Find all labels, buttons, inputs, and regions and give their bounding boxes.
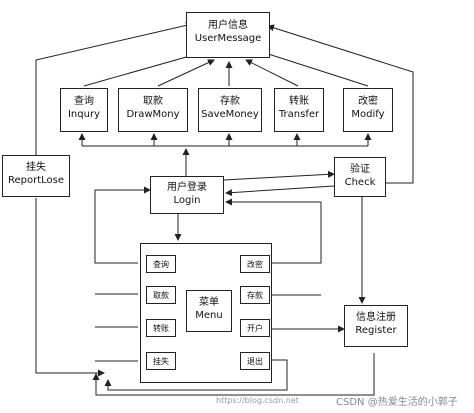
transfer-en-label: Transfer (278, 109, 320, 120)
menu-left-bus (94, 186, 151, 264)
arrow-modify-to-usermessage (261, 50, 369, 87)
watermark-url: https://blog.csdn.net (216, 396, 299, 405)
modify-node: 改密 Modify (343, 88, 393, 132)
inqury-en-label: Inqury (67, 109, 100, 120)
check-zh-label: 验证 (350, 164, 370, 175)
modify-zh-label: 改密 (358, 96, 378, 107)
menu-item-lose: 挂失 (146, 352, 176, 370)
arrow-transfer-to-usermessage (245, 59, 299, 87)
arrow-check-to-usermessage (267, 24, 414, 184)
arrow-login-to-check (223, 170, 335, 181)
register-zh-label: 信息注册 (356, 312, 396, 323)
login-en-label: Login (173, 195, 201, 206)
inqury-node: 查询 Inqury (60, 88, 108, 132)
menu-zh-label: 菜单 (199, 297, 219, 308)
arrow-check-to-login (225, 185, 335, 197)
menu-item-query: 查询 (146, 255, 176, 273)
menu-node: 菜单 Menu (186, 290, 232, 332)
menu-item-open: 开户 (240, 319, 270, 337)
arrow-inqury-to-usermessage (83, 50, 205, 87)
menu-en-label: Menu (195, 310, 223, 321)
usermessage-node: 用户信息 UserMessage (186, 12, 270, 58)
arrow-reportlose-to-usermessage (35, 21, 193, 155)
drawmony-node: 取款 DrawMony (118, 88, 188, 132)
menu-right-bus (225, 198, 322, 264)
usermessage-en-label: UserMessage (194, 33, 262, 44)
savemoney-zh-label: 存款 (220, 96, 240, 107)
check-en-label: Check (344, 177, 376, 188)
menu-item-save: 存款 (240, 286, 270, 304)
check-node: 验证 Check (334, 157, 386, 197)
savemoney-node: 存款 SaveMoney (198, 88, 262, 132)
reportlose-en-label: ReportLose (7, 175, 65, 186)
reportlose-zh-label: 挂失 (26, 162, 46, 173)
menu-item-modify: 改密 (240, 255, 270, 273)
watermark-text: CSDN @热爱生活的小郭子 (336, 397, 458, 408)
arrow-register-loop (92, 353, 375, 396)
drawmony-zh-label: 取款 (143, 96, 163, 107)
menu-item-transfer: 转账 (146, 319, 176, 337)
transfer-zh-label: 转账 (289, 96, 309, 107)
arrow-drawmony-to-usermessage (157, 59, 215, 87)
login-zh-label: 用户登录 (167, 182, 207, 193)
login-node: 用户登录 Login (150, 176, 224, 214)
register-en-label: Register (355, 325, 397, 336)
savemoney-en-label: SaveMoney (201, 109, 259, 120)
arrow-exit-loop (104, 359, 288, 391)
register-node: 信息注册 Register (344, 305, 408, 347)
arrow-reportlose-loop (35, 198, 105, 377)
transfer-node: 转账 Transfer (274, 88, 324, 132)
menu-item-exit: 退出 (240, 352, 270, 370)
inqury-zh-label: 查询 (74, 96, 94, 107)
usermessage-zh-label: 用户信息 (208, 20, 248, 31)
modify-en-label: Modify (351, 109, 385, 120)
reportlose-node: 挂失 ReportLose (2, 155, 70, 197)
menu-item-draw: 取款 (146, 286, 176, 304)
drawmony-en-label: DrawMony (126, 109, 180, 120)
